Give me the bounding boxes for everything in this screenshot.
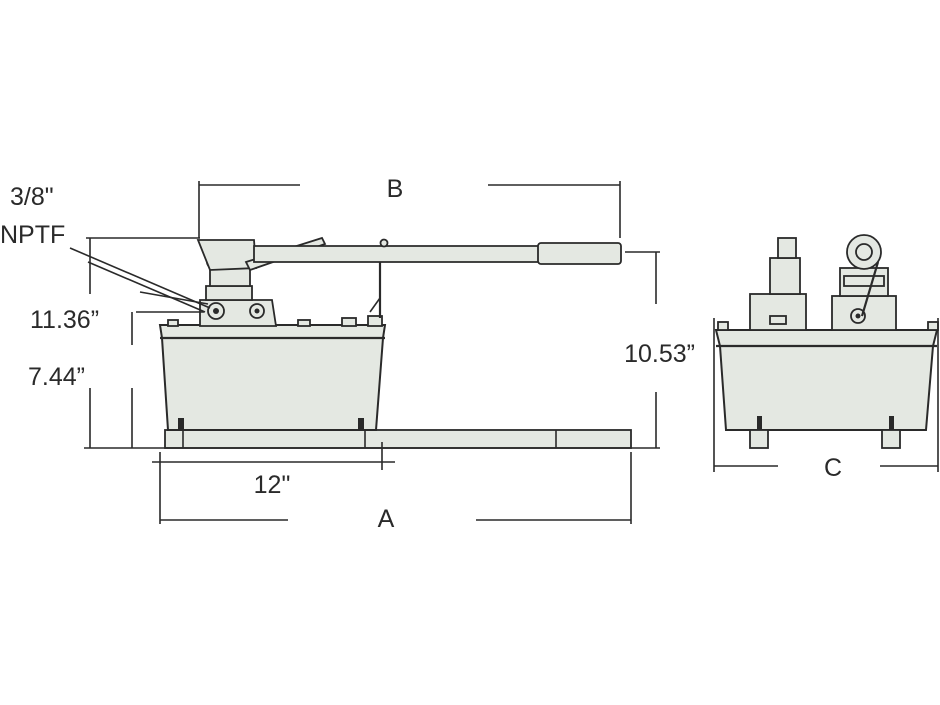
- side-view: [158, 236, 632, 449]
- dimension-a-label: A: [378, 505, 395, 533]
- width-tank-label: 12": [254, 471, 291, 499]
- handle-grip: [537, 242, 622, 265]
- port-type-label: NPTF: [0, 221, 65, 249]
- base-plate: [164, 429, 632, 449]
- dimension-c-label: C: [824, 454, 842, 482]
- dimension-lines: [69, 181, 939, 524]
- height-overall-label: 10.53”: [624, 340, 695, 368]
- port-size-label: 3/8": [10, 183, 54, 211]
- height-port-label: 11.36”: [30, 306, 99, 334]
- handle-bar: [253, 245, 541, 263]
- front-view: [714, 234, 939, 449]
- dimension-b-label: B: [387, 175, 404, 203]
- height-tank-label: 7.44”: [28, 363, 85, 391]
- reservoir-tank: [158, 324, 387, 431]
